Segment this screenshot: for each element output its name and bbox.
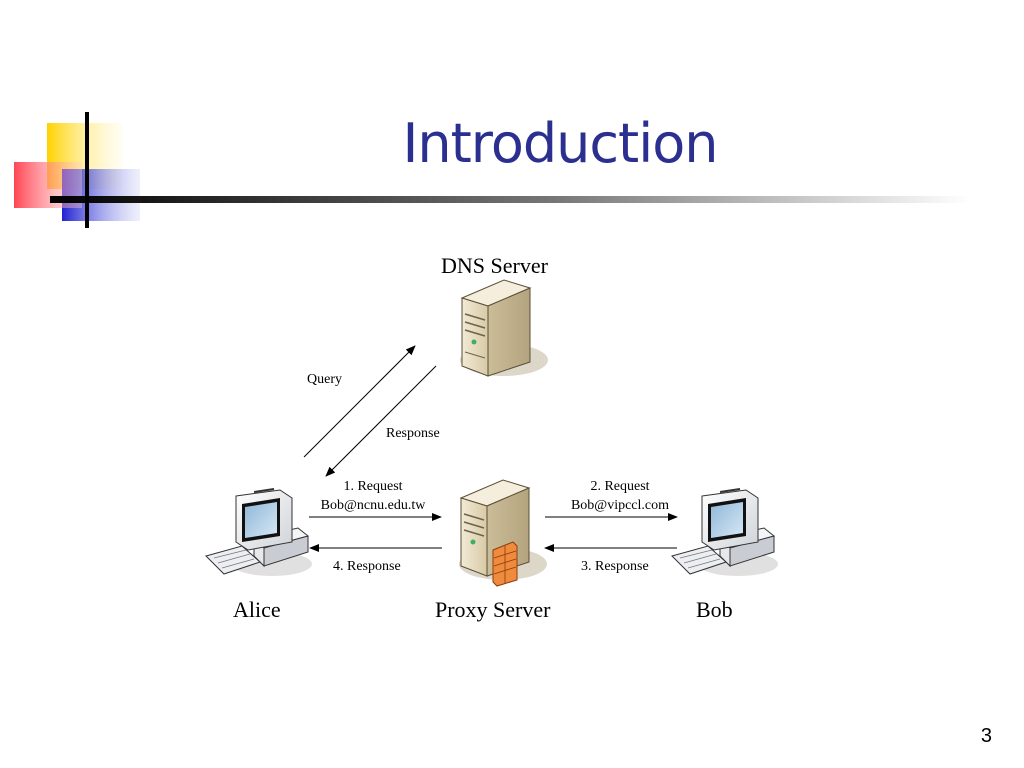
dns-server-label: DNS Server xyxy=(441,253,548,278)
dns-response-label: Response xyxy=(386,426,440,441)
bob-label: Bob xyxy=(696,597,733,622)
page-number: 3 xyxy=(980,725,992,747)
proxy-server-icon xyxy=(459,479,547,587)
response4-label: 4. Response xyxy=(333,559,401,574)
title-decoration xyxy=(14,112,970,228)
title-rule xyxy=(50,196,970,203)
bob-computer-icon xyxy=(671,488,778,576)
deco-vertical-bar xyxy=(85,112,89,228)
dns-server-icon xyxy=(460,279,548,377)
response3-label: 3. Response xyxy=(581,559,649,574)
alice-label: Alice xyxy=(233,597,281,622)
request2-line1: 2. Request xyxy=(590,479,650,494)
firewall-icon xyxy=(492,541,518,587)
request1-line2: Bob@ncnu.edu.tw xyxy=(320,498,426,513)
alice-computer-icon xyxy=(205,488,312,576)
query-label: Query xyxy=(307,372,342,387)
request2-label: 2. Request Bob@vipccl.com xyxy=(560,477,680,515)
query-arrow xyxy=(303,345,416,458)
slide-title: Introduction xyxy=(402,112,718,175)
proxy-server-label: Proxy Server xyxy=(435,597,551,622)
request1-line1: 1. Request xyxy=(343,479,403,494)
request2-line2: Bob@vipccl.com xyxy=(570,498,670,513)
request1-label: 1. Request Bob@ncnu.edu.tw xyxy=(310,477,436,515)
dns-response-arrow xyxy=(325,365,437,477)
